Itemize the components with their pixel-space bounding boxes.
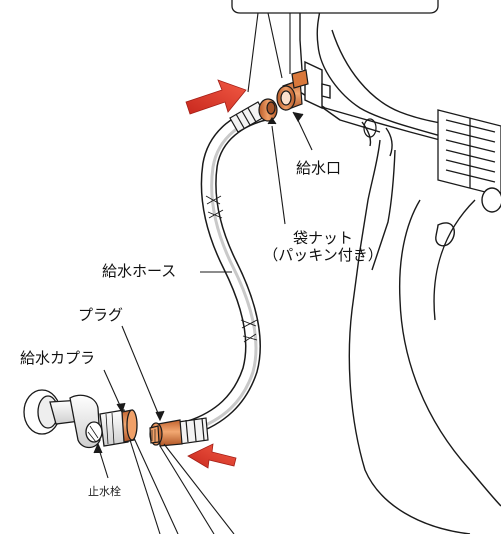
stop-valve-faucet	[23, 389, 103, 449]
inlet-tap-fitting	[276, 69, 309, 111]
label-cap-nut: 袋ナット （パッキン付き）	[248, 229, 398, 265]
label-supply-hose: 給水ホース	[102, 262, 177, 280]
hose-braid-pattern	[205, 195, 258, 343]
label-cap-nut-line2: （パッキン付き）	[263, 246, 383, 265]
insert-arrow-upper	[185, 79, 247, 115]
water-coupler	[99, 409, 138, 447]
washing-machine-body	[299, 0, 501, 534]
callout-leaders	[247, 12, 291, 93]
lower-hose-fitting	[149, 417, 209, 447]
insert-arrow-lower	[187, 443, 237, 469]
top-callout-box	[231, 0, 439, 14]
label-stop-valve: 止水栓	[88, 485, 121, 498]
label-plug: プラグ	[78, 306, 124, 324]
label-water-coupler: 給水カプラ	[20, 349, 96, 367]
water-supply-hose	[182, 104, 276, 436]
label-leaders	[93, 111, 313, 534]
label-water-inlet: 給水口	[296, 159, 342, 177]
teardrop-detail	[435, 222, 456, 247]
machine-knob	[481, 187, 501, 213]
rear-oval	[363, 118, 377, 138]
upper-cap-nut	[229, 98, 278, 133]
vent-grille	[437, 109, 501, 197]
inlet-bracket	[304, 60, 331, 110]
label-cap-nut-line1: 袋ナット	[292, 229, 353, 247]
